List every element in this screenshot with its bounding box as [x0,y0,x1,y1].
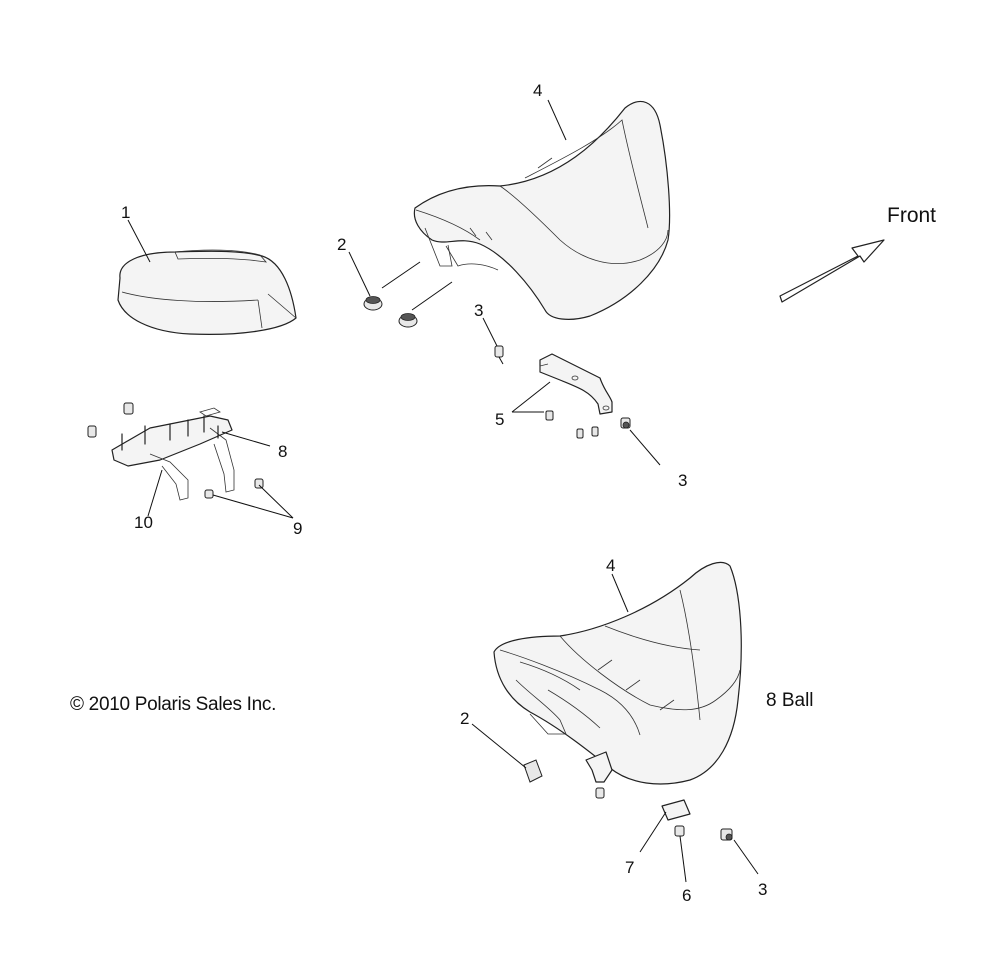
driver-seat [413,100,671,320]
driver-seat-8-ball [493,561,742,785]
callout-3-bottom: 3 [758,880,767,899]
callout-5: 5 [495,410,504,429]
rubber-bumpers-top [363,296,418,328]
screw-hardware-bottom [523,751,733,841]
copyright-notice: © 2010 Polaris Sales Inc. [70,694,276,715]
callout-3-top-a: 3 [474,301,483,320]
passenger-mount-bracket-assembly [87,402,264,501]
bracket-studs [121,415,219,451]
front-label: Front [887,204,936,227]
callout-2-bottom: 2 [460,709,469,728]
callout-3-top-b: 3 [678,471,687,490]
screw-hardware-top [494,345,631,439]
callout-4-top: 4 [533,81,542,100]
callout-2-top: 2 [337,235,346,254]
callout-9: 9 [293,519,302,538]
leader-lines [127,99,759,883]
front-direction-arrow-icon [779,239,885,303]
callout-6: 6 [682,886,691,905]
variant-label: 8 Ball [766,690,814,711]
callout-labels: 1 4 2 3 5 3 8 10 9 4 2 7 6 3 [121,81,767,905]
callout-4-bottom: 4 [606,556,615,575]
callout-7: 7 [625,858,634,877]
callout-8: 8 [278,442,287,461]
callout-1: 1 [121,203,130,222]
passenger-seat-pad [117,249,297,335]
seat-mount-bracket [539,353,613,415]
callout-10: 10 [134,513,153,532]
